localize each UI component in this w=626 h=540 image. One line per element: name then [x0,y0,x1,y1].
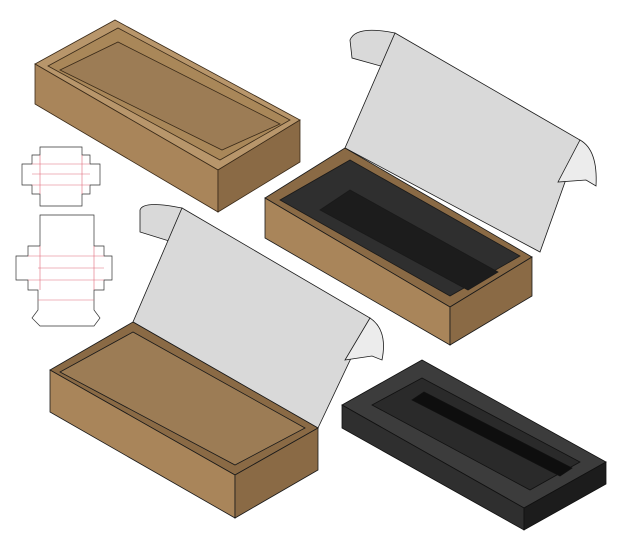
dieline-small-top [21,146,101,207]
black-insert-tray [341,359,607,531]
mailer-box-with-insert [264,29,597,346]
mailer-box-open-kraft [49,204,384,519]
kraft-tray-open [34,19,301,213]
dieline-small-bottom [15,214,113,327]
